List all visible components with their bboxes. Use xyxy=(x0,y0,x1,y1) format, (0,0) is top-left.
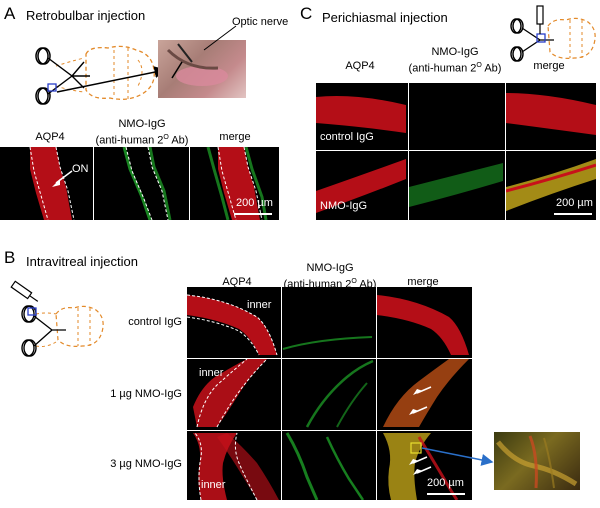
pointer-arrow-icon xyxy=(56,66,167,93)
panel-c-title: Perichiasmal injection xyxy=(322,10,448,25)
panel-b-row-control: control IgG xyxy=(128,316,182,328)
panel-c-row-control: control IgG xyxy=(320,131,374,143)
zoom-inset-image xyxy=(494,432,580,490)
panel-b-col-nmo-sup: O xyxy=(351,278,357,285)
panel-a-letter: A xyxy=(4,4,16,23)
label-line-icon xyxy=(203,25,237,51)
optic-nerve-label: Optic nerve xyxy=(232,16,289,28)
inset-arrow-icon xyxy=(421,447,494,466)
panel-a-col-aqp4: AQP4 xyxy=(35,131,65,143)
panel-a-scale-label: 200 µm xyxy=(236,197,273,209)
panel-b-inner-label-2: inner xyxy=(199,367,224,379)
panel-b-col-merge: merge xyxy=(407,276,439,288)
panel-b-scale-bar xyxy=(427,493,465,495)
panel-a-col-merge: merge xyxy=(219,131,251,143)
panel-c-letter: C xyxy=(300,4,313,23)
panel-c-col-nmo-end: Ab) xyxy=(481,62,502,75)
panel-c-scale-label: 200 µm xyxy=(556,197,593,209)
panel-c-scale-bar xyxy=(554,213,592,215)
on-label: ON xyxy=(72,163,89,175)
panel-c-col-nmo: NMO-IgG (anti-human 2O Ab) xyxy=(404,46,506,76)
brain-schematic-retrobulbar-icon xyxy=(35,45,155,105)
panel-a-micrograph-strip: ON 200 µm xyxy=(0,147,279,220)
panel-a-col-nmo: NMO-IgG (anti-human 2O Ab) xyxy=(90,118,194,148)
panel-c-micrograph-grid: control IgG NMO-IgG 200 µm xyxy=(316,83,596,220)
panel-b-title: Intravitreal injection xyxy=(26,254,138,269)
panel-c-col-nmo-line1: NMO-IgG xyxy=(431,46,479,58)
panel-a-title: Retrobulbar injection xyxy=(26,8,146,23)
panel-b-micrograph-grid: inner inner inner 200 µm xyxy=(187,287,472,500)
panel-b-letter: B xyxy=(4,248,16,267)
panel-a-col-nmo-line2: (anti-human 2 xyxy=(95,134,164,147)
panel-b-row-1ug: 1 µg NMO-IgG xyxy=(110,388,182,400)
panel-a-col-nmo-end: Ab) xyxy=(168,134,189,147)
panel-a-col-nmo-sup: O xyxy=(163,134,169,141)
panel-c-row-nmo: NMO-IgG xyxy=(320,200,368,212)
panel-b-scale-label: 200 µm xyxy=(427,477,464,489)
panel-b-col-aqp4: AQP4 xyxy=(222,276,252,288)
panel-a-scale-bar xyxy=(234,213,272,215)
panel-c-col-nmo-line2: (anti-human 2 xyxy=(408,62,477,75)
panel-c-col-merge: merge xyxy=(533,60,565,72)
brain-schematic-intravitreal-icon xyxy=(10,280,104,357)
panel-c-col-nmo-sup: O xyxy=(476,62,482,69)
panel-c-col-aqp4: AQP4 xyxy=(345,60,375,72)
panel-b-col-nmo-line1: NMO-IgG xyxy=(306,262,354,274)
brain-schematic-perichiasmal-icon xyxy=(510,5,596,62)
panel-b-row-3ug: 3 µg NMO-IgG xyxy=(110,458,182,470)
panel-b-inner-label-3: inner xyxy=(201,479,226,491)
panel-b-inner-label-1: inner xyxy=(247,299,272,311)
panel-a-col-nmo-line1: NMO-IgG xyxy=(118,118,166,130)
optic-nerve-photo xyxy=(158,40,246,98)
